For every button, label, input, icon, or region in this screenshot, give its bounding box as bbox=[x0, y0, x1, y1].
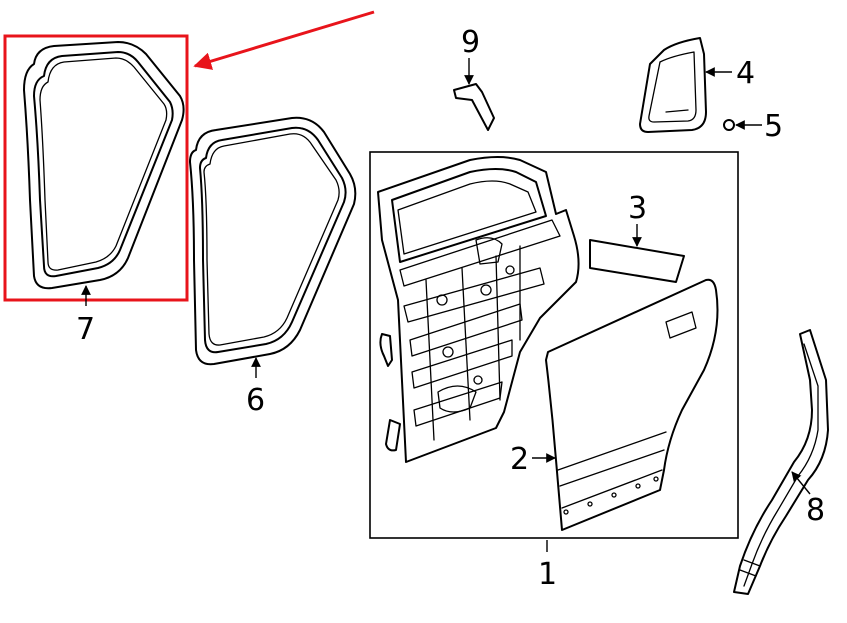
highlight-box bbox=[3, 34, 189, 302]
part-2-outer-panel bbox=[545, 278, 719, 531]
bracket-upper bbox=[379, 333, 393, 367]
bracket-lower bbox=[385, 419, 401, 452]
door-inner-frame bbox=[377, 156, 580, 463]
part-4-corner-trim bbox=[639, 37, 707, 133]
part-9-bracket bbox=[453, 83, 495, 131]
part-7-weatherstrip bbox=[23, 41, 185, 290]
callout-4: 4 bbox=[736, 56, 755, 91]
callout-1: 1 bbox=[538, 557, 557, 592]
part-6-weatherstrip bbox=[189, 116, 357, 366]
part-8-channel-strip bbox=[733, 329, 829, 595]
callout-5: 5 bbox=[764, 109, 783, 144]
callout-6: 6 bbox=[246, 383, 265, 418]
part-5-clip bbox=[723, 119, 735, 131]
callout-7: 7 bbox=[76, 312, 95, 347]
callout-8: 8 bbox=[806, 493, 825, 528]
callout-3: 3 bbox=[628, 191, 647, 226]
callout-2: 2 bbox=[510, 442, 529, 477]
leader-8 bbox=[791, 471, 811, 495]
assembly-box bbox=[369, 151, 739, 539]
part-3-trim-strip bbox=[589, 239, 685, 283]
highlight-arrow bbox=[193, 10, 375, 70]
callout-9: 9 bbox=[461, 25, 480, 60]
